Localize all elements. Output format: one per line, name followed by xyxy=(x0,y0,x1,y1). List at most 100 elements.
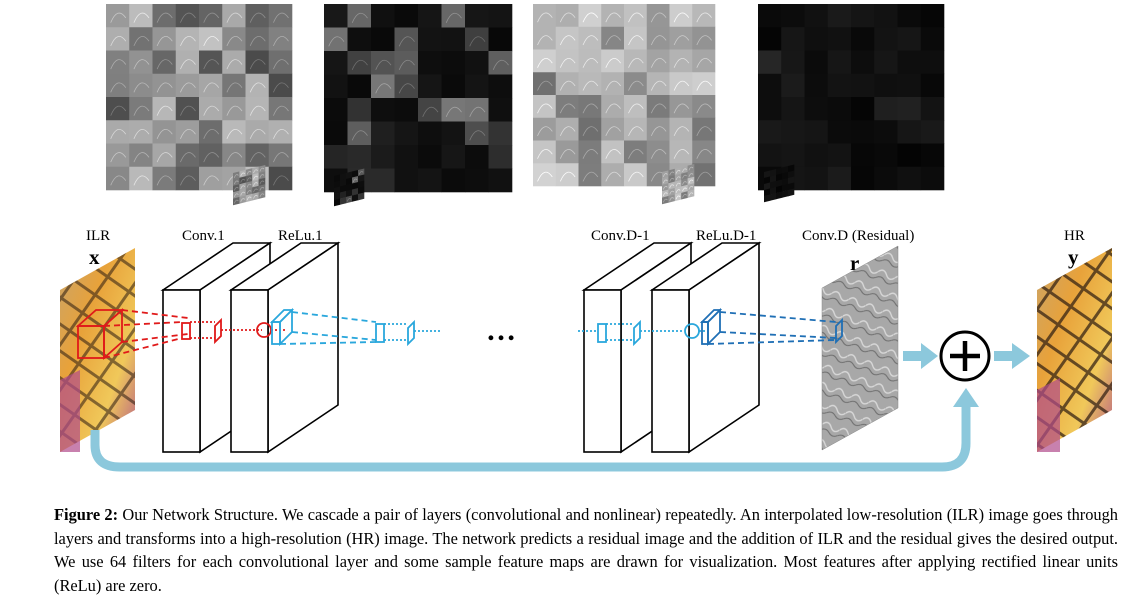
relu1-feature-tile xyxy=(394,145,419,169)
relud1-thumb-tile xyxy=(770,180,777,189)
convd1-thumb-texture xyxy=(669,197,675,201)
convd1-feature-texture xyxy=(537,149,553,159)
convd1-feature-tile xyxy=(624,117,648,141)
receptive-field-light-blue xyxy=(269,307,442,347)
convd1-feature-texture xyxy=(605,12,621,23)
conv1-feature-tile xyxy=(245,27,270,51)
feature-map-thumbnail-relud1 xyxy=(764,164,795,203)
convd1-feature-tile xyxy=(624,4,648,28)
relud1-thumb-tile xyxy=(764,170,771,179)
relu1-feature-tile xyxy=(394,98,419,122)
relud1-feature-tile xyxy=(920,166,945,191)
relu1-thumb-tile xyxy=(358,174,365,183)
symbol-r: r xyxy=(850,251,859,275)
sum-node xyxy=(939,330,991,382)
convd1-feature-texture xyxy=(650,149,667,159)
relu1-thumb-texture xyxy=(358,171,364,175)
relud1-feature-tile xyxy=(874,143,898,168)
relud1-feature-tile xyxy=(804,50,829,75)
relu1-feature-texture xyxy=(351,59,368,70)
relud1-feature-tile xyxy=(920,143,945,168)
convd1-thumb-texture xyxy=(675,189,681,193)
convd1-feature-texture xyxy=(650,58,667,68)
conv1-feature-tile xyxy=(222,120,246,144)
receptive-field-dark-blue xyxy=(699,307,843,347)
conv1-feature-tile xyxy=(268,50,293,75)
convd1-feature-texture xyxy=(537,35,553,46)
relu1-feature-tile xyxy=(371,145,395,169)
relud1-feature-tile xyxy=(920,50,945,75)
conv1-thumb-texture xyxy=(259,193,265,198)
conv1-feature-tile xyxy=(268,27,293,51)
conv1-feature-texture xyxy=(203,82,220,93)
convd1-feature-tile xyxy=(646,4,670,28)
convd1-feature-texture xyxy=(537,126,553,137)
conv1-thumb-texture xyxy=(233,186,239,191)
convd1-feature-tile xyxy=(692,163,716,187)
convd1-feature-tile xyxy=(601,95,625,119)
convd1-feature-tile xyxy=(692,95,716,119)
relu1-feature-texture xyxy=(375,83,392,94)
relud1-thumb-tile xyxy=(776,173,783,182)
relud1-feature-tile xyxy=(874,27,898,51)
caption-figure-label: Figure 2: xyxy=(54,505,119,524)
relud1-feature-tile xyxy=(804,4,829,28)
conv1-feature-texture xyxy=(110,12,127,23)
conv1-feature-tile xyxy=(175,143,200,168)
convd1-feature-texture xyxy=(582,149,599,159)
conv1-feature-texture xyxy=(180,129,196,139)
conv1-feature-texture xyxy=(249,36,266,47)
convd1-feature-tile xyxy=(578,49,602,73)
feature-map-grid-relud1 xyxy=(758,4,945,191)
conv1-thumb-texture xyxy=(233,180,239,185)
relu1-feature-tile xyxy=(324,51,348,75)
relud1-feature-tile xyxy=(851,143,875,168)
relud1-feature-tile xyxy=(851,97,875,121)
conv1-thumb-texture xyxy=(253,175,258,180)
conv1-feature-texture xyxy=(180,175,196,186)
convd1-feature-tile xyxy=(692,4,716,28)
convd1-feature-tile xyxy=(669,72,693,96)
conv1-feature-texture xyxy=(273,12,289,23)
convd1-thumb-texture xyxy=(675,176,681,181)
relud1-feature-tile xyxy=(897,97,922,121)
relu1-thumb-tile xyxy=(352,193,359,202)
relu1-feature-tile xyxy=(347,51,372,75)
relud1-feature-tile xyxy=(781,4,805,28)
relud1-feature-tile xyxy=(827,97,852,121)
conv1-feature-tile xyxy=(106,97,130,121)
relu1-feature-tile xyxy=(441,27,466,52)
convd1-feature-texture xyxy=(628,126,644,137)
convd1-feature-tile xyxy=(601,72,625,96)
conv1-feature-tile xyxy=(129,166,153,191)
conv1-feature-tile xyxy=(175,50,200,75)
relu1-feature-tile xyxy=(465,98,489,122)
feature-map-grid-relu1 xyxy=(324,4,513,193)
relud1-thumb-tile xyxy=(788,170,795,179)
conv1-feature-tile xyxy=(106,166,130,191)
conv1-feature-tile xyxy=(152,120,177,144)
relud1-feature-tile xyxy=(920,97,945,121)
convd1-feature-tile xyxy=(646,140,670,164)
relud1-thumb-tile xyxy=(770,168,777,177)
conv1-feature-texture xyxy=(133,82,150,93)
convd1-feature-tile xyxy=(578,95,602,119)
relu1-feature-texture xyxy=(492,59,509,70)
convd1-feature-texture xyxy=(559,171,576,182)
relud1-feature-tile xyxy=(874,166,898,191)
relud1-feature-tile xyxy=(758,27,782,51)
relu1-feature-tile xyxy=(441,51,466,75)
conv1-feature-texture xyxy=(273,152,289,163)
relud1-feature-tile xyxy=(897,50,922,75)
label-convd1: Conv.D-1 xyxy=(591,228,650,244)
convd1-feature-texture xyxy=(559,149,576,159)
conv1-feature-texture xyxy=(203,175,220,186)
convd1-feature-texture xyxy=(650,12,667,23)
relud1-feature-tile xyxy=(851,27,875,51)
convd1-feature-tile xyxy=(533,117,557,141)
conv1-feature-texture xyxy=(203,12,220,23)
convd1-thumb-texture xyxy=(688,173,694,177)
conv1-feature-tile xyxy=(199,166,223,191)
convd1-feature-tile xyxy=(646,72,670,96)
relu1-feature-tile xyxy=(371,51,395,75)
